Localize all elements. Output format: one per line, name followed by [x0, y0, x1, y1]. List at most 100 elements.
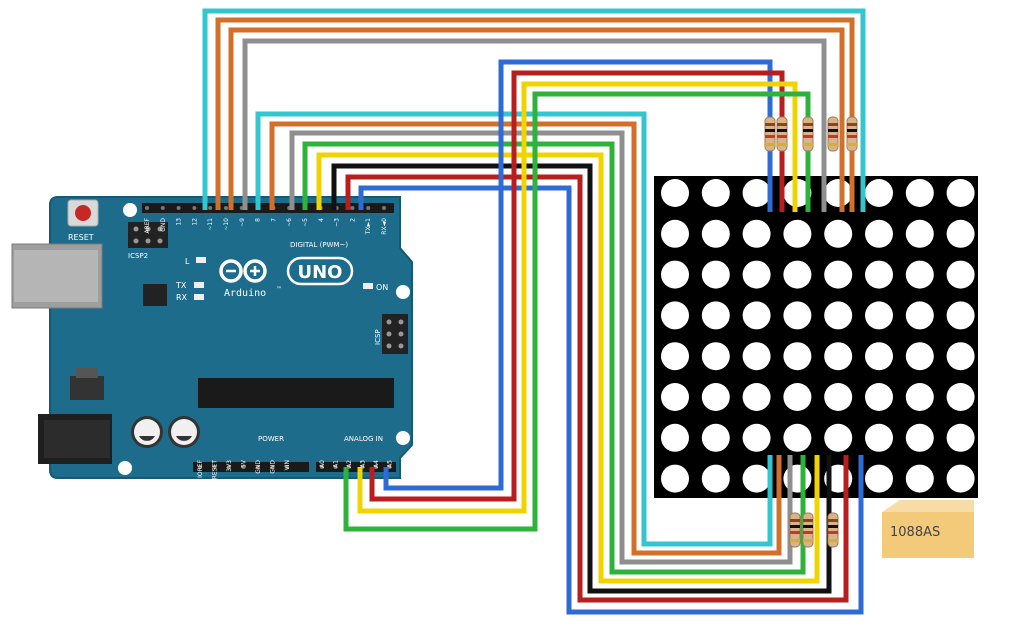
- matrix-led: [742, 179, 771, 207]
- matrix-led: [701, 301, 730, 330]
- digital-pin-label: 8: [255, 218, 262, 222]
- digital-pin-hole: [145, 206, 149, 210]
- digital-pin-hole: [208, 206, 213, 210]
- matrix-led: [701, 383, 730, 411]
- analog-pin-hole: [374, 465, 378, 469]
- digital-pin-label: GND: [160, 218, 167, 232]
- digital-pin-label: TX►1: [365, 218, 372, 235]
- arduino-logo: [219, 259, 267, 283]
- matrix-led: [946, 423, 975, 452]
- icsp2-label: ICSP2: [128, 252, 148, 260]
- power-pin-label: GND: [255, 460, 262, 474]
- digital-label: DIGITAL (PWM~): [290, 241, 348, 249]
- model-label: 1088AS: [890, 525, 940, 540]
- digital-pin-label: 4: [318, 218, 325, 222]
- arduino-uno-board: RESET ICSP2 UNO Ard: [11, 196, 413, 480]
- matrix-led: [865, 383, 893, 411]
- uno-badge: [286, 256, 354, 286]
- power-pin-hole: [285, 465, 289, 469]
- digital-pin-hole: [192, 206, 197, 210]
- resistor: [789, 512, 801, 548]
- digital-pin-label: 12: [191, 218, 198, 226]
- matrix-led: [701, 342, 730, 371]
- reset-label: RESET: [68, 233, 94, 242]
- led-rx-label: RX: [176, 293, 188, 302]
- digital-pin-label: ~6: [286, 218, 293, 227]
- power-pin-label: 5V: [241, 459, 248, 468]
- digital-pin-label: 2: [349, 218, 356, 222]
- power-pin-hole: [227, 465, 231, 469]
- led-rx: [194, 294, 204, 300]
- matrix-led: [905, 423, 934, 452]
- matrix-led: [783, 260, 812, 289]
- wire-orange: [228, 27, 845, 212]
- wire-green: [343, 91, 811, 532]
- matrix-led: [783, 383, 812, 411]
- power-pin-label: RESET: [212, 460, 219, 480]
- uno-logo-text: UNO: [298, 262, 343, 283]
- matrix-led: [824, 342, 853, 371]
- matrix-led: [865, 423, 893, 452]
- digital-pin-hole: [382, 206, 386, 210]
- power-pin-hole: [241, 465, 246, 469]
- matrix-led: [742, 301, 771, 330]
- matrix-led: [905, 260, 934, 289]
- wire-orange: [269, 121, 782, 556]
- resistor: [802, 512, 814, 548]
- matrix-led: [742, 342, 771, 371]
- analog-pin-label: A2: [346, 460, 353, 468]
- resistor: [802, 116, 814, 152]
- digital-pin-label: 7: [270, 218, 277, 222]
- analog-pin-label: A5: [387, 460, 394, 468]
- digital-pin-label: ~3: [334, 218, 341, 227]
- matrix-led: [661, 464, 689, 493]
- analog-pin-label: A0: [319, 460, 326, 468]
- wire-red: [345, 174, 849, 603]
- digital-pin-label: ~5: [302, 218, 309, 227]
- led-tx: [194, 282, 204, 288]
- digital-pin-label: ~9: [239, 218, 246, 227]
- icsp-header: [382, 314, 408, 354]
- analog-pin-label: A4: [373, 460, 380, 468]
- digital-pin-label: ~11: [207, 218, 214, 231]
- digital-pin-hole: [366, 206, 371, 210]
- wire-gray: [242, 38, 827, 212]
- led-l-label: L: [185, 257, 190, 266]
- digital-pin-hole: [160, 206, 165, 210]
- usb-chip: [143, 284, 167, 306]
- matrix-led: [742, 464, 771, 493]
- matrix-led: [742, 383, 771, 411]
- matrix-led: [783, 219, 812, 248]
- digital-pin-hole: [176, 206, 181, 210]
- atmega-chip: [198, 378, 394, 408]
- matrix-led: [824, 301, 853, 330]
- matrix-led: [946, 301, 975, 330]
- analog-label: ANALOG IN: [344, 435, 383, 443]
- matrix-led: [701, 260, 730, 289]
- digital-pin-label: AREF: [144, 217, 151, 233]
- resistors: [764, 116, 858, 548]
- power-pin-hole: [270, 465, 275, 469]
- matrix-led: [865, 179, 893, 207]
- led-on: [363, 283, 373, 289]
- resistor: [827, 116, 839, 152]
- wire-cyan: [255, 111, 773, 547]
- wire-orange: [215, 17, 855, 212]
- matrix-led: [824, 423, 853, 452]
- matrix-led: [946, 464, 975, 493]
- matrix-led: [824, 219, 853, 248]
- matrix-led: [946, 179, 975, 207]
- matrix-led: [946, 219, 975, 248]
- matrix-led: [905, 383, 934, 411]
- analog-header: [316, 462, 396, 472]
- analog-pin-hole: [333, 465, 338, 469]
- matrix-led: [783, 342, 812, 371]
- wire-black: [331, 163, 832, 594]
- matrix-led: [783, 301, 812, 330]
- matrix-led: [661, 260, 689, 289]
- matrix-led: [661, 383, 689, 411]
- led-matrix: [654, 176, 978, 498]
- matrix-led: [661, 423, 689, 452]
- matrix-led: [701, 219, 730, 248]
